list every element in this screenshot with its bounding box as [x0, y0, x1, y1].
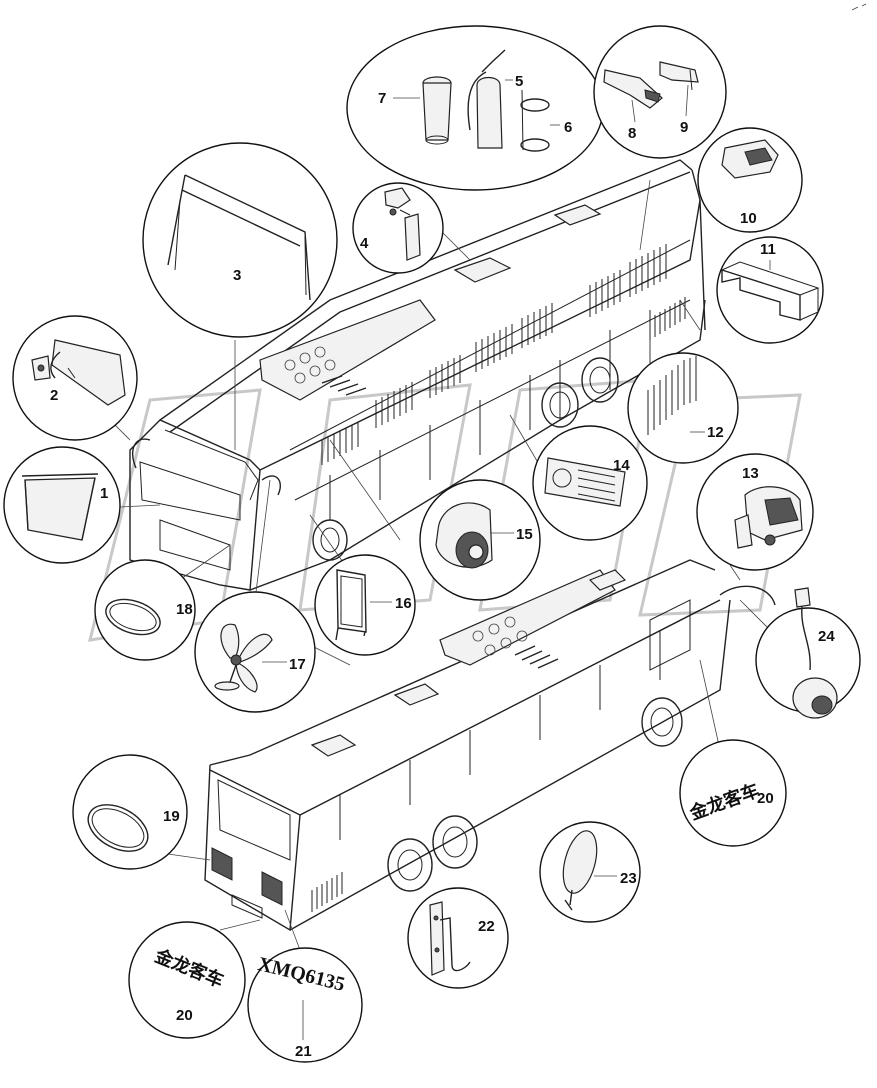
part-24-speaker: 24	[755, 587, 861, 719]
callout-16: 16	[395, 595, 412, 612]
callout-10: 10	[740, 210, 757, 227]
callout-20-side: 20	[757, 790, 774, 807]
part-21-model-badge: XMQ6135 21	[247, 947, 363, 1063]
part-11-channel-rail: 11	[716, 236, 824, 344]
part-1-sun-visor: 1	[3, 446, 121, 564]
part-20-emblem-side: 金龙客车 20	[679, 739, 787, 847]
callout-15: 15	[516, 526, 533, 543]
part-4-latch: 4	[352, 182, 444, 274]
callout-8: 8	[628, 125, 636, 142]
part-3-partition-frame: 3	[142, 142, 338, 338]
callout-23: 23	[620, 870, 637, 887]
callout-9: 9	[680, 119, 688, 136]
callout-1: 1	[100, 485, 108, 502]
callout-21: 21	[295, 1043, 312, 1060]
part-12-vertical-blinds: 12	[627, 352, 739, 464]
part-2-rearview-mirror: 2	[12, 315, 138, 441]
part-20-emblem-rear: 金龙客车 20	[128, 921, 246, 1039]
callout-6: 6	[564, 119, 572, 136]
part-10-grab-handle: 10	[697, 127, 803, 233]
window-curtains	[321, 244, 667, 465]
callout-7: 7	[378, 90, 386, 107]
callout-5: 5	[515, 73, 523, 90]
callout-24: 24	[818, 628, 835, 645]
callout-2: 2	[50, 387, 58, 404]
callout-13: 13	[742, 465, 759, 482]
coach-bus-front-view	[129, 159, 706, 591]
callout-20-rear: 20	[176, 1007, 193, 1024]
callout-4: 4	[360, 235, 369, 252]
part-18-gasket: 18	[94, 559, 196, 661]
part-5-6-7-extinguisher-group: 7 5 6	[346, 25, 604, 191]
part-22-coat-hook: 22	[407, 887, 509, 989]
callout-18: 18	[176, 601, 193, 618]
callout-14: 14	[613, 457, 630, 474]
callout-19: 19	[163, 808, 180, 825]
part-8-9-brackets: 8 9	[593, 25, 727, 159]
part-23-round-mirror: 23	[539, 821, 641, 923]
part-17-fan: 17	[194, 591, 316, 713]
part-14-control-panel: 14	[532, 425, 648, 541]
coach-bus-rear-view	[204, 559, 776, 932]
callout-22: 22	[478, 918, 495, 935]
corner-mark	[851, 3, 867, 11]
callout-12: 12	[707, 424, 724, 441]
callout-11: 11	[760, 241, 776, 258]
part-19-seal-ring: 19	[72, 754, 188, 870]
part-13-door-motor: 13	[696, 453, 814, 571]
part-16-frame-panel: 16	[314, 554, 416, 656]
callout-17: 17	[289, 656, 306, 673]
callout-3: 3	[233, 267, 241, 284]
part-15-reading-lamp: 15	[419, 479, 541, 601]
